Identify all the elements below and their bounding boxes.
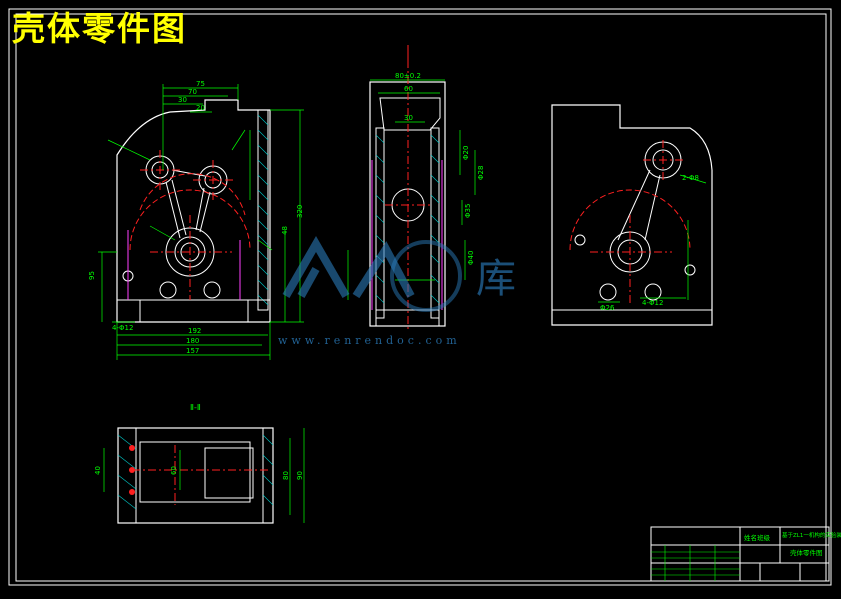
svg-text:Φ26: Φ26 xyxy=(600,304,615,312)
watermark-url: www.renrendoc.com xyxy=(278,334,461,347)
svg-text:4-Φ12: 4-Φ12 xyxy=(112,324,133,332)
svg-text:320: 320 xyxy=(296,205,304,218)
svg-text:95: 95 xyxy=(88,271,96,280)
watermark-logo: 库 xyxy=(282,235,516,312)
svg-text:Φ35: Φ35 xyxy=(464,204,472,218)
project-name: 基于ZL1一机构的实验装置 xyxy=(782,531,841,539)
svg-text:Φ20: Φ20 xyxy=(462,146,470,160)
part-name: 壳体零件图 xyxy=(790,548,823,557)
svg-text:30: 30 xyxy=(404,114,413,122)
title-block: 姓名班级 基于ZL1一机构的实验装置 壳体零件图 xyxy=(650,526,841,582)
side-view: 80±0.2 60 30 Φ20 Φ28 Φ35 Φ40 xyxy=(347,60,485,330)
svg-text:80: 80 xyxy=(282,471,290,480)
svg-text:60: 60 xyxy=(404,85,413,93)
svg-text:20: 20 xyxy=(196,104,205,112)
svg-text:60: 60 xyxy=(170,466,178,475)
right-view: 4-Φ12 Φ26 2-Φ8 xyxy=(551,104,713,326)
svg-text:70: 70 xyxy=(188,88,197,96)
watermark-brand: 库 xyxy=(476,256,516,302)
svg-text:180: 180 xyxy=(186,337,199,345)
svg-text:75: 75 xyxy=(196,80,205,88)
front-view: 75 70 30 20 192 180 157 320 48 95 4-Φ12 xyxy=(88,80,304,360)
section-view: 40 60 80 90 Ⅱ-Ⅱ xyxy=(94,403,305,524)
school-name: 姓名班级 xyxy=(744,533,771,542)
outer-frame xyxy=(8,8,832,586)
svg-text:192: 192 xyxy=(188,327,201,335)
svg-text:80±0.2: 80±0.2 xyxy=(395,72,421,80)
svg-text:4-Φ12: 4-Φ12 xyxy=(642,299,663,307)
inner-frame xyxy=(15,13,827,582)
svg-text:40: 40 xyxy=(94,466,102,475)
svg-text:30: 30 xyxy=(178,96,187,104)
svg-text:2-Φ8: 2-Φ8 xyxy=(682,174,699,182)
svg-text:90: 90 xyxy=(296,471,304,480)
svg-text:157: 157 xyxy=(186,347,199,355)
section-label: Ⅱ-Ⅱ xyxy=(190,403,201,412)
drawing-title: 壳体零件图 xyxy=(12,9,187,48)
svg-text:Φ28: Φ28 xyxy=(477,166,485,180)
svg-text:48: 48 xyxy=(281,226,289,235)
svg-text:Φ40: Φ40 xyxy=(467,251,475,265)
